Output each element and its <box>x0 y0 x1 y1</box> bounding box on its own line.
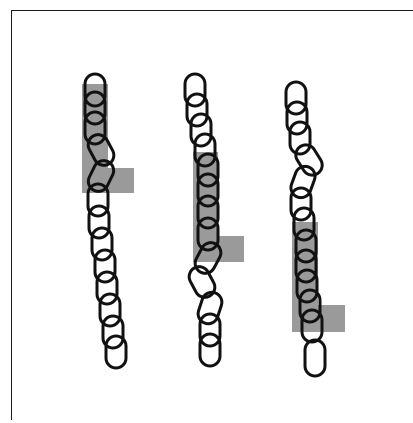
chain-link <box>294 143 324 177</box>
chain-link <box>98 292 122 328</box>
chain-link <box>87 204 111 240</box>
chain-link <box>193 132 217 168</box>
chain-middle <box>183 72 224 368</box>
chain-link <box>189 112 213 148</box>
chain-link <box>196 216 220 252</box>
chain-link <box>101 314 125 350</box>
chain-link <box>104 334 128 370</box>
chain-link <box>185 92 209 128</box>
chains-layer <box>83 72 327 378</box>
chain-link <box>196 152 220 188</box>
chain-link <box>93 248 117 284</box>
chain-link <box>303 338 327 378</box>
chain-link <box>193 241 223 275</box>
chain-link <box>294 228 318 264</box>
chain-link <box>83 72 107 108</box>
frame-left-border <box>11 10 12 420</box>
chain-link <box>86 182 110 218</box>
chain-link <box>183 72 207 108</box>
chain-right <box>284 80 327 378</box>
chain-link <box>90 226 114 262</box>
chain-link <box>285 100 309 136</box>
chain-link <box>284 80 308 116</box>
chain-link <box>86 133 116 167</box>
chain-link <box>196 172 220 208</box>
chain-link <box>187 265 217 299</box>
chain-link <box>95 270 119 306</box>
chain-link <box>292 206 316 242</box>
chain-link <box>198 312 222 348</box>
chain-link <box>294 248 318 284</box>
chain-link <box>196 290 224 326</box>
chain-link <box>288 120 312 156</box>
chain-link <box>198 332 222 368</box>
chain-link <box>289 164 317 200</box>
chain-link <box>295 268 319 304</box>
chain-link <box>289 186 313 222</box>
chain-link <box>83 90 107 126</box>
chain-link <box>83 110 107 146</box>
chain-link <box>298 288 322 324</box>
chain-left <box>83 72 128 370</box>
chain-link <box>196 194 220 230</box>
frame-top-border <box>11 10 413 11</box>
chain-link <box>86 159 116 193</box>
